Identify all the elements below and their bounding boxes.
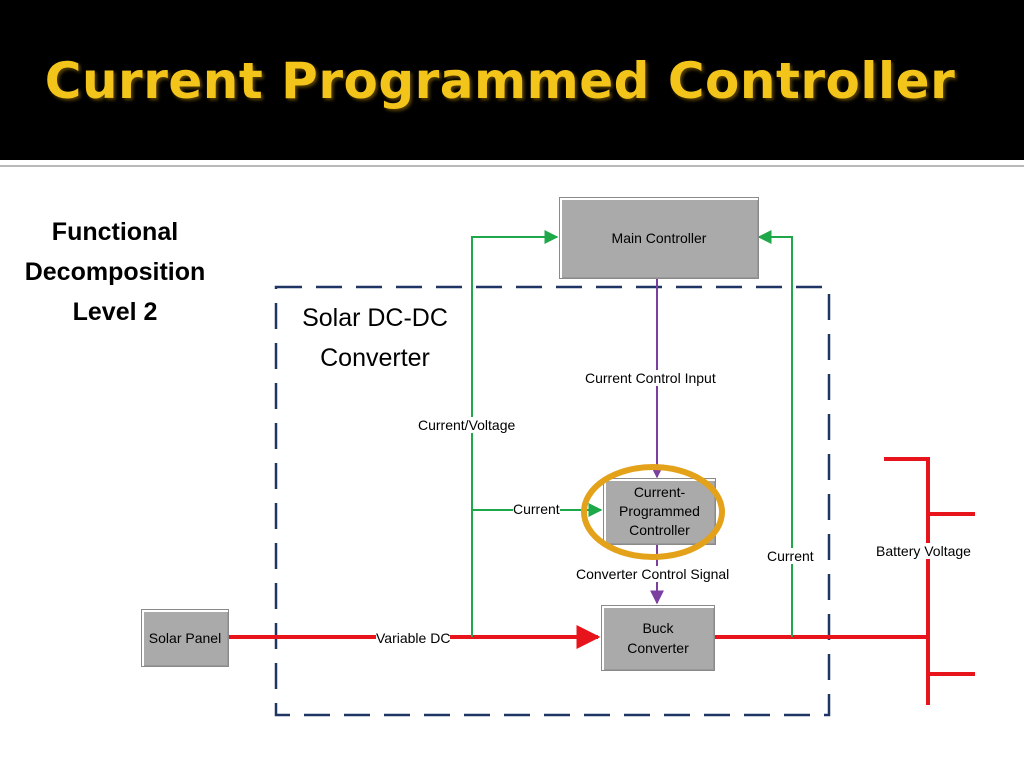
cpc-label-line-2: Programmed bbox=[619, 503, 700, 519]
current-programmed-controller-block: Current- Programmed Controller bbox=[603, 478, 716, 545]
variable-dc-label: Variable DC bbox=[376, 630, 451, 646]
buck-converter-block: Buck Converter bbox=[601, 605, 715, 671]
highlight-ring bbox=[581, 464, 725, 560]
cpc-label-line-1: Current- bbox=[633, 484, 686, 500]
current-voltage-feedback-line bbox=[471, 230, 559, 637]
converter-boundary-label-line-1: Solar DC-DC bbox=[302, 304, 448, 332]
title-divider bbox=[0, 160, 1024, 164]
output-current-feedback-line bbox=[757, 230, 793, 637]
main-controller-label: Main Controller bbox=[611, 229, 707, 246]
main-controller-block: Main Controller bbox=[559, 197, 759, 279]
converter-boundary-label-line-2: Converter bbox=[320, 344, 430, 372]
battery-voltage-label: Battery Voltage bbox=[876, 543, 971, 559]
cpc-label-line-3: Controller bbox=[629, 522, 690, 538]
current-left-label: Current bbox=[513, 501, 560, 517]
converter-boundary bbox=[274, 285, 831, 717]
buck-label-line-1: Buck bbox=[642, 620, 674, 636]
side-title-line-3: Level 2 bbox=[72, 298, 158, 326]
current-voltage-label: Current/Voltage bbox=[418, 417, 516, 433]
current-right-label: Current bbox=[767, 548, 814, 564]
side-title-line-2: Decomposition bbox=[24, 258, 206, 286]
converter-boundary-label: Solar DC-DC Converter bbox=[280, 298, 470, 378]
buck-label-line-2: Converter bbox=[627, 640, 689, 656]
battery-bus bbox=[884, 457, 975, 705]
slide-title: Current Programmed Controller bbox=[44, 52, 956, 110]
title-divider-shadow bbox=[0, 165, 1024, 167]
solar-panel-label: Solar Panel bbox=[148, 629, 222, 646]
side-title-line-1: Functional bbox=[51, 218, 179, 246]
title-bar bbox=[0, 0, 1024, 160]
side-title: Functional Decomposition Level 2 bbox=[4, 212, 226, 332]
solar-panel-block: Solar Panel bbox=[141, 609, 229, 667]
converter-control-signal-label: Converter Control Signal bbox=[576, 566, 730, 582]
current-control-input-label: Current Control Input bbox=[585, 370, 716, 386]
